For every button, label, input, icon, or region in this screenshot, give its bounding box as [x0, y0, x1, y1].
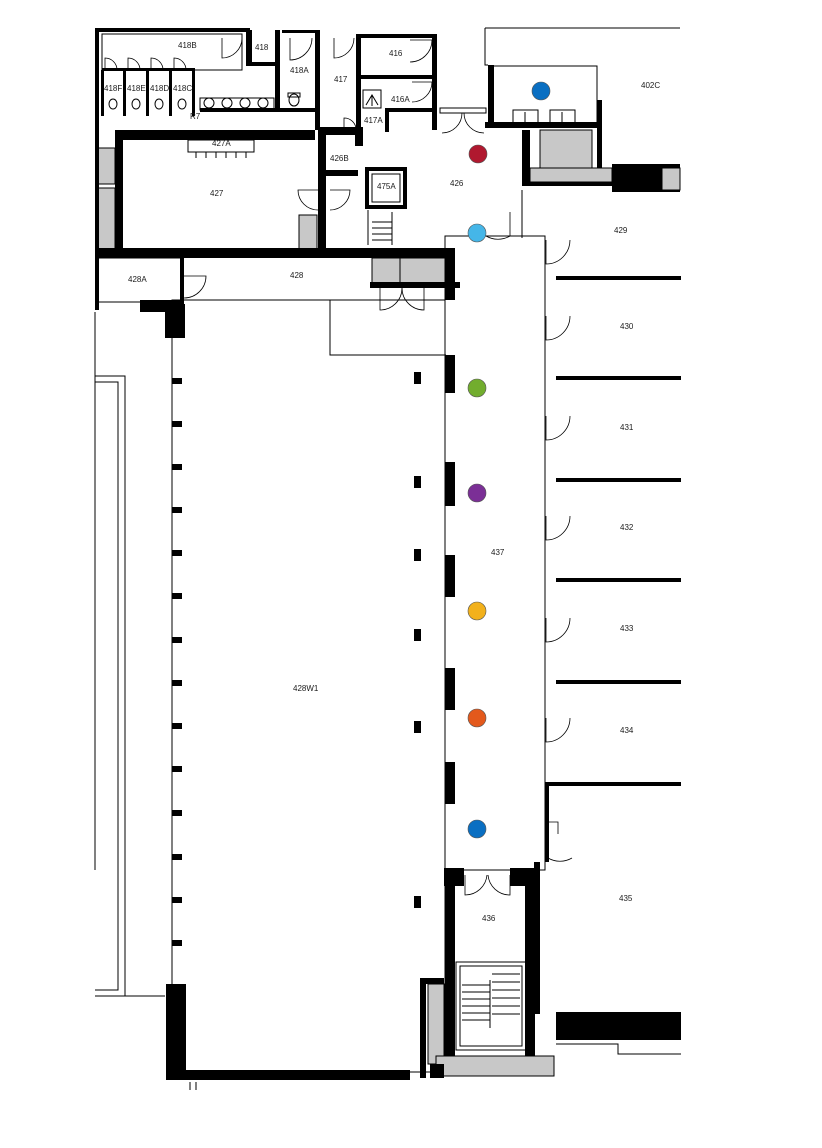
room-labels: 418B 418 418A 417 416 416A 417A 418F 418… [104, 41, 660, 923]
marker-blue-437[interactable] [467, 819, 487, 839]
label-416a: 416A [391, 95, 410, 104]
label-437: 437 [491, 548, 505, 557]
location-markers [467, 81, 551, 839]
label-432: 432 [620, 523, 634, 532]
room-427-area [95, 127, 455, 258]
label-475a: 475A [377, 182, 396, 191]
window-mullions [172, 378, 182, 946]
washroom-doors [104, 37, 433, 129]
label-426: 426 [450, 179, 464, 188]
label-418a: 418A [290, 66, 309, 75]
column-posts [414, 372, 421, 908]
label-429: 429 [614, 226, 628, 235]
label-431: 431 [620, 423, 634, 432]
label-433: 433 [620, 624, 634, 633]
marker-green-437[interactable] [467, 378, 487, 398]
room-428-area [95, 257, 460, 356]
room-428w1 [94, 299, 555, 1090]
toilet-icons [108, 92, 301, 110]
label-428w1: 428W1 [293, 684, 319, 693]
label-428a: 428A [128, 275, 147, 284]
label-427: 427 [210, 189, 224, 198]
stair-436 [445, 874, 535, 1056]
marker-lightblue-426[interactable] [467, 223, 487, 243]
label-426b: 426B [330, 154, 349, 163]
sink-icons [199, 97, 275, 111]
label-418d: 418D [150, 84, 169, 93]
marker-blue-402c[interactable] [531, 81, 551, 101]
label-434: 434 [620, 726, 634, 735]
label-428: 428 [290, 271, 304, 280]
label-402c: 402C [641, 81, 660, 90]
label-r7: R7 [190, 112, 201, 121]
label-418e: 418E [127, 84, 146, 93]
label-418c: 418C [173, 84, 192, 93]
marker-purple-437[interactable] [467, 483, 487, 503]
marker-yellow-437[interactable] [467, 601, 487, 621]
label-417: 417 [334, 75, 348, 84]
offices-east [521, 190, 681, 1055]
marker-red-426[interactable] [468, 144, 488, 164]
label-435: 435 [619, 894, 633, 903]
corridor-437 [444, 235, 546, 886]
washroom-block [95, 28, 437, 144]
label-418: 418 [255, 43, 269, 52]
marker-orange-437[interactable] [467, 708, 487, 728]
label-418b: 418B [178, 41, 197, 50]
label-418f: 418F [104, 84, 122, 93]
room-402c-area [439, 27, 681, 192]
label-417a: 417A [364, 116, 383, 125]
label-430: 430 [620, 322, 634, 331]
label-436: 436 [482, 914, 496, 923]
label-427a: 427A [212, 139, 231, 148]
label-416: 416 [389, 49, 403, 58]
